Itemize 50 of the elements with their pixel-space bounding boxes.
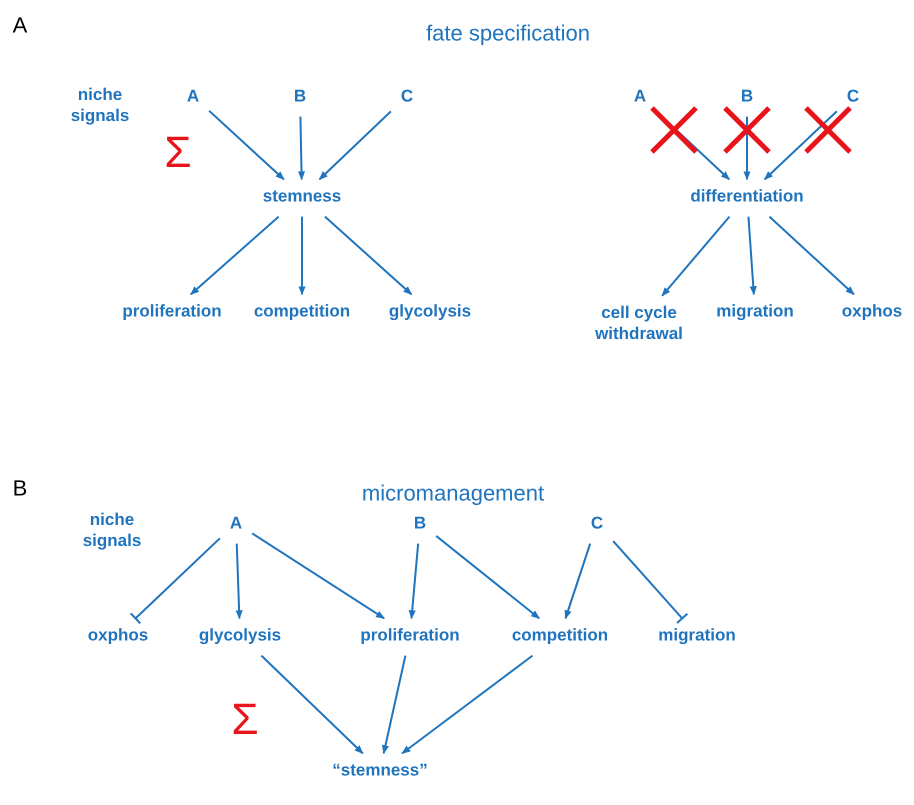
- arrow: [743, 116, 751, 180]
- node-label: competition: [254, 300, 350, 322]
- arrow: [382, 655, 406, 754]
- node-label: B: [294, 85, 306, 107]
- sum-symbol: Σ: [231, 694, 259, 746]
- node-label: B: [414, 512, 426, 534]
- arrow: [764, 110, 838, 180]
- arrow: [190, 216, 280, 296]
- node-label: proliferation: [360, 624, 460, 646]
- panel-letter: A: [12, 12, 28, 40]
- node-label: C: [590, 512, 604, 534]
- node-label: glycolysis: [388, 300, 472, 322]
- node-label: C: [400, 85, 414, 107]
- arrow: [661, 216, 730, 296]
- arrow: [298, 216, 306, 296]
- node-label: competition: [512, 624, 608, 646]
- node-label: migration: [716, 300, 794, 322]
- node-label: oxphos: [88, 624, 148, 646]
- arrow: [564, 543, 592, 620]
- arrow: [324, 216, 412, 296]
- arrow: [208, 110, 285, 180]
- node-label: cell cycle withdrawal: [579, 302, 699, 344]
- node-label: glycolysis: [198, 624, 282, 646]
- group-label: niche signals: [70, 84, 130, 126]
- panel-title: fate specification: [426, 20, 590, 48]
- panel-title: micromanagement: [362, 480, 544, 508]
- arrow: [260, 654, 364, 754]
- node-label: A: [186, 85, 200, 107]
- group-label: niche signals: [82, 508, 142, 552]
- node-label: oxphos: [842, 300, 902, 322]
- node-label: stemness: [262, 185, 342, 207]
- node-label: differentiation: [690, 185, 804, 207]
- panel-letter: B: [12, 474, 28, 502]
- node-label: B: [740, 85, 754, 107]
- node-label: A: [634, 85, 646, 107]
- arrow: [298, 116, 306, 180]
- arrow: [318, 110, 392, 180]
- arrow: [768, 216, 855, 296]
- node-label: “stemness”: [332, 759, 428, 781]
- arrow: [436, 535, 540, 620]
- node-label: migration: [658, 624, 736, 646]
- node-label: A: [230, 512, 242, 534]
- arrow: [401, 654, 534, 754]
- arrow: [236, 544, 243, 620]
- arrow: [252, 532, 385, 620]
- arrow: [408, 544, 420, 620]
- node-label: proliferation: [122, 300, 222, 322]
- arrow: [747, 216, 757, 296]
- sum-symbol: Σ: [164, 127, 192, 179]
- node-label: C: [846, 85, 860, 107]
